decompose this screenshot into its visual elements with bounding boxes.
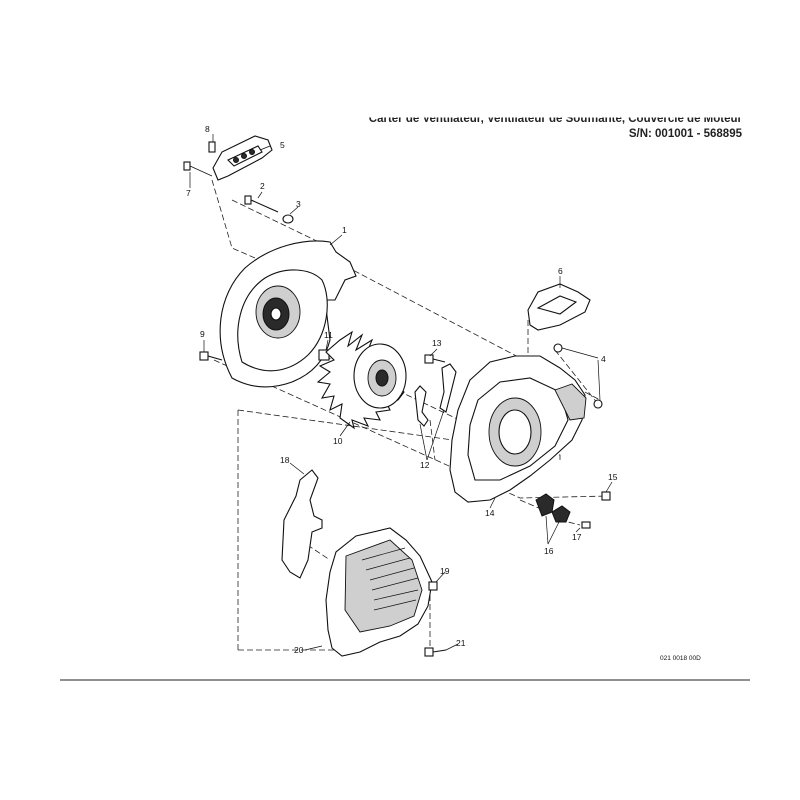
callout-7: 7 xyxy=(186,188,191,198)
part-2-bolt xyxy=(244,195,279,213)
diagram-title: Carter de Ventilateur, Ventilateur de So… xyxy=(368,113,742,125)
callout-2: 2 xyxy=(260,181,265,191)
part-14-fan-case xyxy=(449,355,587,503)
drawing-number: 021 0018 00D xyxy=(660,655,701,662)
part-8-screw xyxy=(208,141,216,153)
serial-number-range: S/N: 001001 - 568895 xyxy=(628,128,742,140)
callout-4: 4 xyxy=(601,354,606,364)
part-17-screw xyxy=(581,521,591,529)
part-12-clips xyxy=(414,363,457,427)
part-5-handle-bracket xyxy=(212,135,273,181)
part-10-fan-impeller xyxy=(316,330,407,430)
callout-11: 11 xyxy=(324,330,333,340)
callout-1: 1 xyxy=(342,225,347,235)
callout-21: 21 xyxy=(456,638,466,648)
part-6-handle xyxy=(527,283,591,331)
callout-13: 13 xyxy=(432,338,442,348)
callout-3: 3 xyxy=(296,199,301,209)
part-13-screw xyxy=(424,354,446,364)
part-20-engine-cover xyxy=(325,527,433,657)
callout-labels: 8 5 7 2 3 1 6 4 9 11 13 10 12 18 15 14 1… xyxy=(186,124,618,655)
callout-leaders xyxy=(189,134,613,651)
part-9-bolt xyxy=(199,351,223,361)
callout-19: 19 xyxy=(440,566,450,576)
callout-5: 5 xyxy=(280,140,285,150)
part-20-cooling-fins xyxy=(361,547,419,611)
callout-16: 16 xyxy=(544,546,554,556)
part-16-clamp xyxy=(535,493,571,523)
part-3-washer xyxy=(282,214,294,224)
callout-8: 8 xyxy=(205,124,210,134)
callout-17: 17 xyxy=(572,532,582,542)
part-18-bracket xyxy=(281,469,323,579)
callout-20: 20 xyxy=(294,645,304,655)
callout-12: 12 xyxy=(420,460,430,470)
part-15-bolt xyxy=(601,491,611,501)
part-19-screw xyxy=(428,581,438,591)
callout-9: 9 xyxy=(200,329,205,339)
callout-10: 10 xyxy=(333,436,343,446)
part-21-bolt xyxy=(424,647,447,657)
callout-14: 14 xyxy=(485,508,495,518)
callout-15: 15 xyxy=(608,472,618,482)
part-7-bolt xyxy=(183,161,213,177)
callout-6: 6 xyxy=(558,266,563,276)
callout-18: 18 xyxy=(280,455,290,465)
part-4-washers xyxy=(553,343,603,409)
